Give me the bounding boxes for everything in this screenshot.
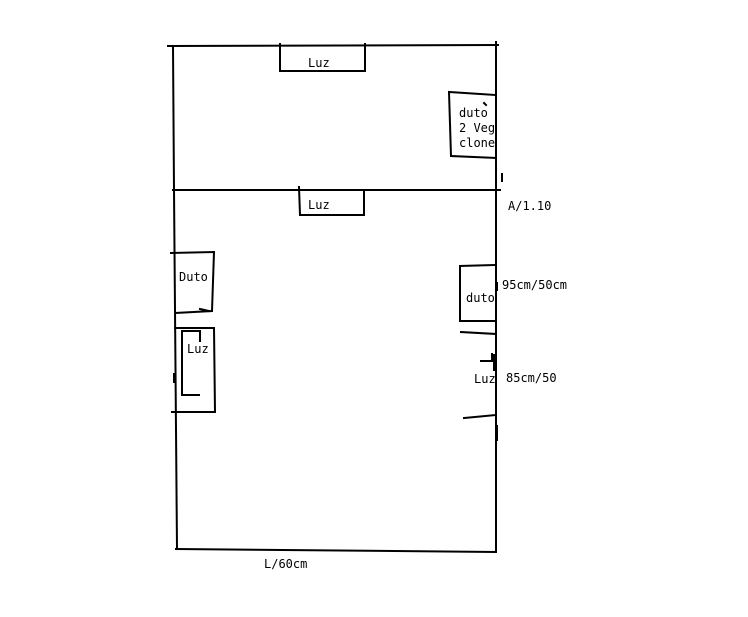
duto-top-label-line3: clone — [459, 136, 495, 150]
luz-middle-label: Luz — [308, 198, 330, 212]
top-wall — [166, 43, 500, 48]
luz-left-inner — [181, 330, 201, 396]
luz-right-size-label: 85cm/50 — [506, 371, 557, 385]
height-label: A/1.10 — [508, 199, 551, 213]
duto-top-box — [447, 90, 498, 160]
luz-right-inner — [480, 353, 493, 362]
duto-top-label-line2: 2 Veg — [459, 121, 495, 135]
duto-left-box — [169, 250, 216, 315]
luz-left-label: Luz — [187, 342, 209, 356]
duto-top-label-line1: duto — [459, 106, 488, 120]
duto-right-box — [459, 263, 497, 322]
bottom-wall — [174, 547, 498, 554]
luz-middle-fixture — [297, 185, 365, 216]
walls — [166, 41, 503, 554]
width-label: L/60cm — [264, 557, 307, 571]
duto-right-size-label: 95cm/50cm — [502, 278, 567, 292]
left-wall-lower — [172, 188, 179, 551]
duto-right-label: duto — [466, 291, 495, 305]
left-wall-upper — [171, 45, 176, 192]
luz-right-label: Luz — [474, 372, 496, 386]
luz-right-box — [459, 330, 497, 420]
luz-top-label: Luz — [308, 56, 330, 70]
luz-top-fixture — [279, 43, 366, 72]
luz-left-box — [171, 327, 217, 413]
duto-left-label: Duto — [179, 270, 208, 284]
duto-left-bottom-tick — [198, 307, 211, 313]
duto-top-mark — [482, 101, 488, 107]
